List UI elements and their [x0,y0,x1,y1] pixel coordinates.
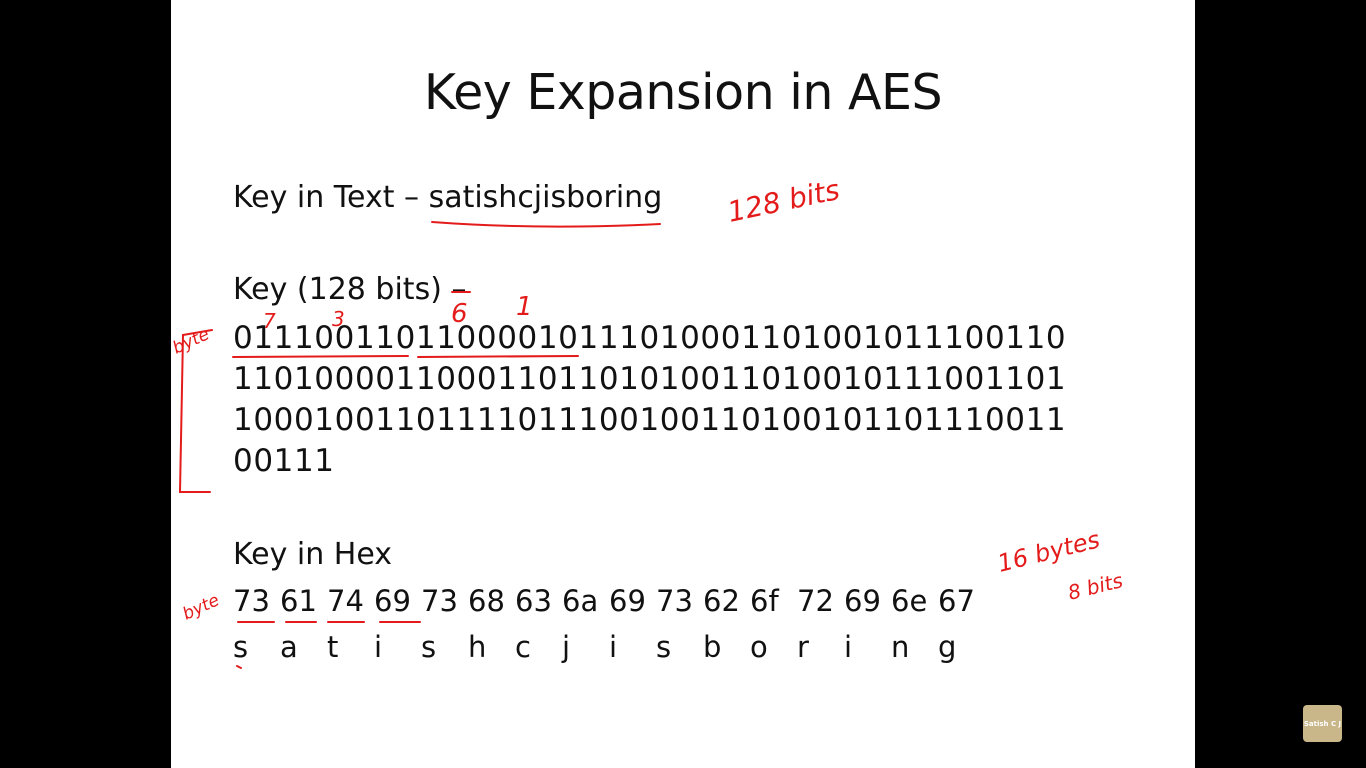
key-char: s [421,630,437,664]
key-char: i [609,630,618,664]
key-chars-row: s a t i s h c j i s b o r i n g [233,630,985,664]
hex-byte: 63 [515,584,552,618]
key-char: a [280,630,298,664]
hex-bytes-row: 73 61 74 69 73 68 63 6a 69 73 62 6f 72 6… [233,584,985,618]
key-char: g [938,630,957,664]
key-text-label: Key in Text – [233,180,429,215]
channel-watermark[interactable]: Satish C J [1303,705,1342,742]
presentation-slide: Key Expansion in AES Key in Text – satis… [171,0,1195,768]
binary-line-4: 00111 [233,443,335,479]
hex-byte: 69 [844,584,881,618]
hex-label: Key in Hex [233,537,393,572]
watermark-label: Satish C J [1303,719,1342,728]
key-char: c [515,630,531,664]
hex-byte: 73 [233,584,270,618]
hex-byte: 73 [421,584,458,618]
hex-byte: 6e [891,584,928,618]
hex-byte: 62 [703,584,740,618]
key-char: r [797,630,809,664]
binary-line-1: 0111001101100001011101000110100101110011… [233,320,1067,356]
key-char: i [374,630,383,664]
key-char: s [233,630,249,664]
hex-byte: 73 [656,584,693,618]
hex-byte: 72 [797,584,834,618]
key-char: o [750,630,768,664]
key-char: t [327,630,339,664]
key-text-value: satishcjisboring [428,180,663,215]
hex-byte: 69 [609,584,646,618]
key-char: b [703,630,722,664]
binary-line-3: 1000100110111101110010011010010110111001… [233,402,1067,438]
binary-line-2: 1101000011000110110101001101001011100110… [233,361,1067,397]
hex-byte: 6f [750,584,779,618]
hex-byte: 69 [374,584,411,618]
key-char: n [891,630,910,664]
hex-byte: 67 [938,584,975,618]
key-text-line: Key in Text – satishcjisboring [233,180,662,215]
hex-byte: 6a [562,584,599,618]
key-char: s [656,630,672,664]
hex-byte: 68 [468,584,505,618]
key-bits-label: Key (128 bits) – [233,272,467,307]
key-char: i [844,630,853,664]
key-char: j [562,630,571,664]
hex-byte: 61 [280,584,317,618]
key-char: h [468,630,487,664]
hex-byte: 74 [327,584,364,618]
slide-title: Key Expansion in AES [423,64,943,121]
